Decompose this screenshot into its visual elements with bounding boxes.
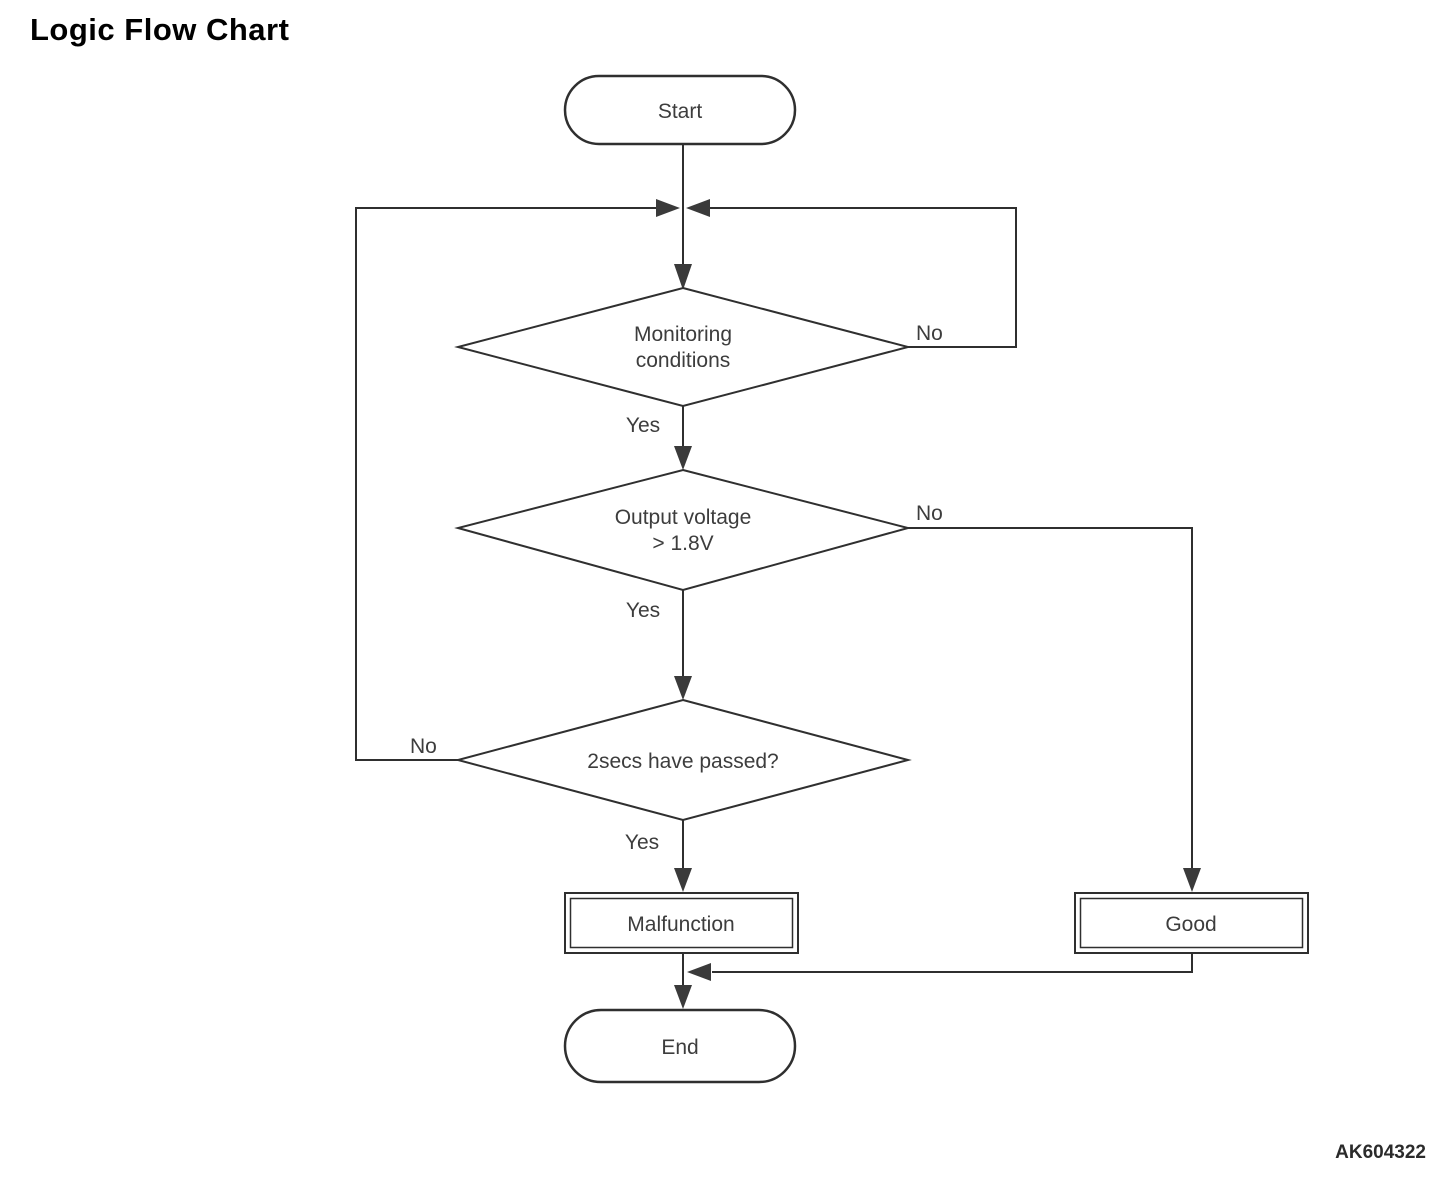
- monitoring-no-label: No: [916, 322, 943, 345]
- timer-diamond-shape: [454, 698, 912, 822]
- good-shape-inner: [1079, 897, 1304, 949]
- monitoring-yes-label: Yes: [626, 414, 660, 437]
- start-shape: [563, 74, 797, 146]
- voltage-label-line1: Output voltage: [615, 506, 752, 529]
- arrowhead-into-malfunction: [674, 868, 692, 892]
- arrowhead-into-timer: [674, 676, 692, 700]
- edge-good-to-end-line: [712, 953, 1193, 973]
- arrowhead-monitoring-no-into-junction: [686, 199, 710, 217]
- end-shape: [563, 1008, 797, 1084]
- edge-voltage-no: [908, 527, 1193, 870]
- voltage-diamond-shape: [454, 468, 912, 592]
- arrowhead-into-monitoring: [674, 264, 692, 290]
- arrowhead-into-end: [674, 985, 692, 1009]
- arrowhead-good-into-end-line: [687, 963, 711, 981]
- voltage-label-line2: > 1.8V: [652, 532, 713, 555]
- arrowhead-into-voltage: [674, 446, 692, 470]
- arrowhead-into-good: [1183, 868, 1201, 892]
- end-node: End: [563, 1008, 797, 1084]
- code-ref: AK604322: [1335, 1142, 1426, 1163]
- start-node: Start: [563, 74, 797, 146]
- monitoring-decision-node: Monitoring conditions: [454, 286, 912, 408]
- good-node: Good: [1074, 892, 1309, 954]
- voltage-decision-node: Output voltage > 1.8V: [454, 468, 912, 592]
- voltage-yes-label: Yes: [626, 599, 660, 622]
- arrowhead-timer-no-into-junction: [656, 199, 680, 217]
- edge-monitoring-no-loop: [710, 207, 1017, 348]
- timer-no-label: No: [410, 735, 437, 758]
- timer-label: 2secs have passed?: [587, 750, 778, 773]
- monitoring-diamond-shape: [454, 286, 912, 408]
- malfunction-shape-inner: [569, 897, 794, 949]
- page-title: Logic Flow Chart: [30, 12, 290, 47]
- malfunction-node: Malfunction: [564, 892, 799, 954]
- timer-yes-label: Yes: [625, 831, 659, 854]
- end-label: End: [661, 1036, 698, 1059]
- malfunction-label: Malfunction: [627, 913, 734, 936]
- monitoring-label-line1: Monitoring: [634, 323, 732, 346]
- monitoring-label-line2: conditions: [636, 349, 731, 372]
- edge-timer-no-loop: [355, 207, 656, 761]
- voltage-no-label: No: [916, 502, 943, 525]
- good-label: Good: [1165, 913, 1216, 936]
- timer-decision-node: 2secs have passed?: [454, 698, 912, 822]
- start-label: Start: [658, 100, 703, 123]
